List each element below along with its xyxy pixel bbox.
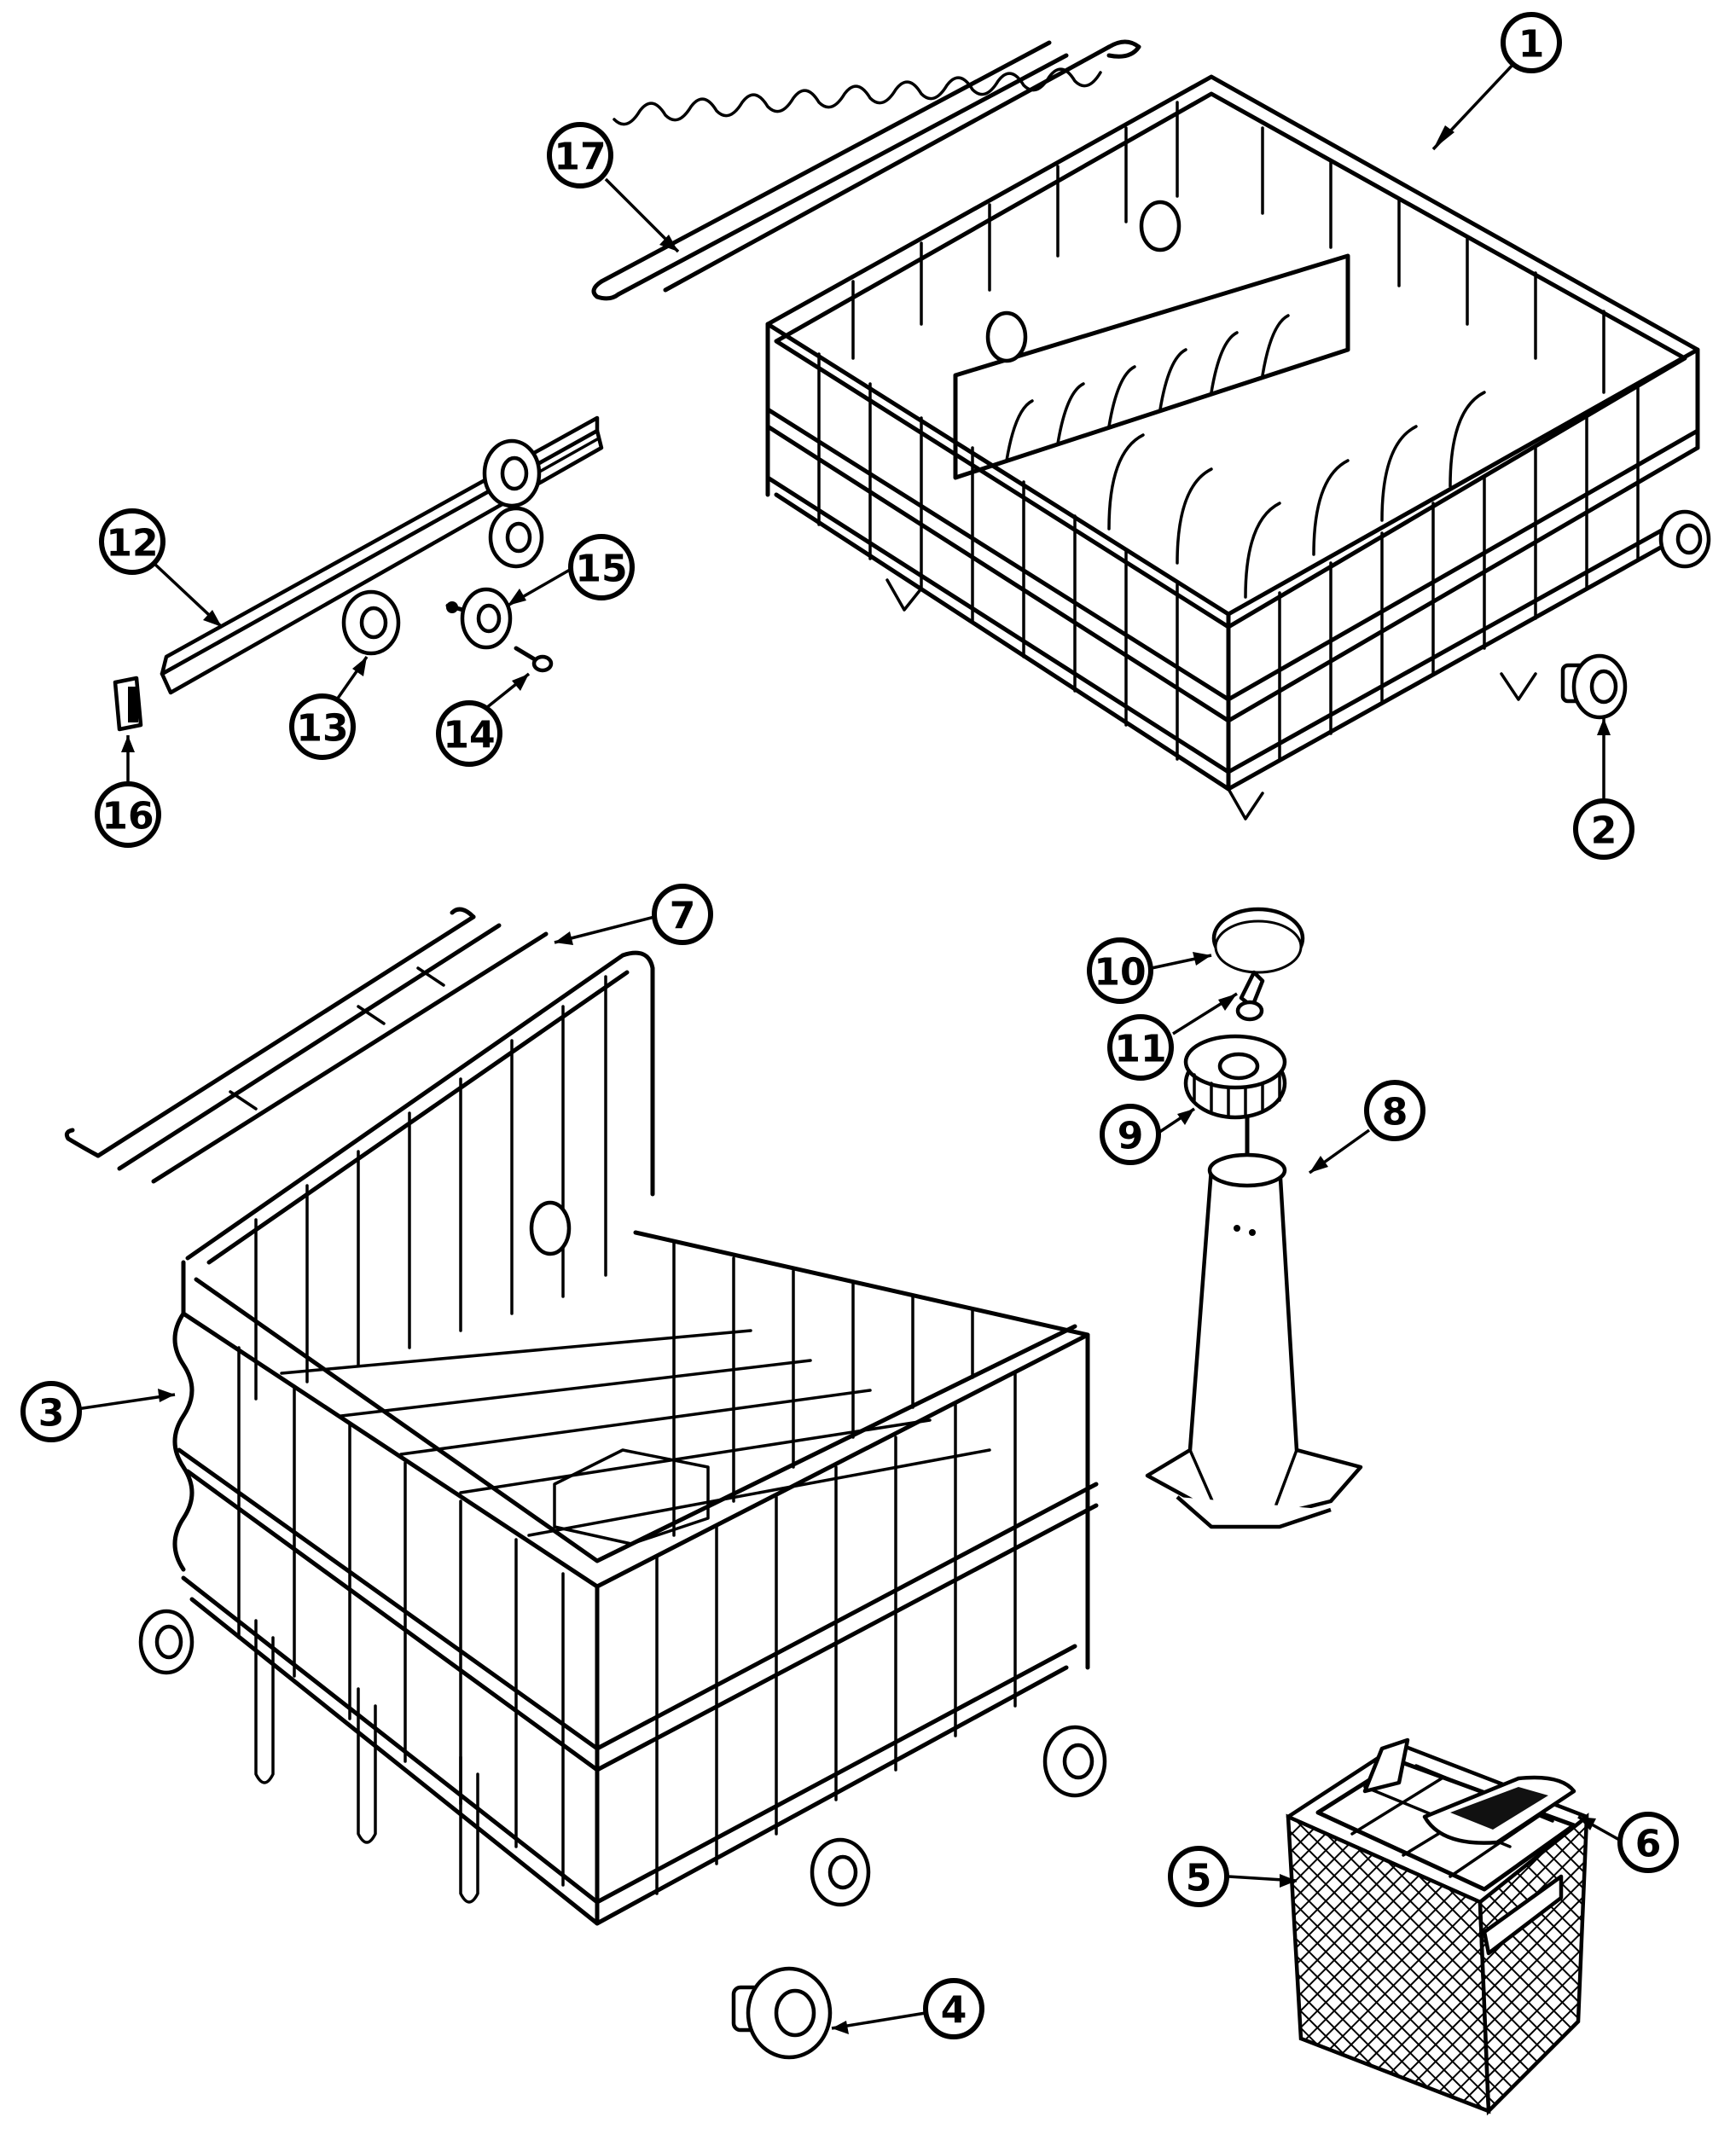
part-16-rail-end-cap (113, 676, 143, 732)
callout-3: 3 (20, 1381, 176, 1442)
svg-text:1: 1 (1518, 23, 1545, 67)
part-6-basket-lid (1422, 1775, 1576, 1845)
svg-text:7: 7 (670, 895, 696, 938)
callout-7: 7 (554, 884, 713, 945)
svg-text:12: 12 (106, 522, 158, 566)
part-13-rail-rollers (341, 438, 544, 656)
svg-text:17: 17 (554, 136, 606, 179)
callout-15: 15 (507, 534, 635, 607)
callout-9: 9 (1100, 1104, 1195, 1165)
svg-text:5: 5 (1186, 1857, 1212, 1900)
svg-text:16: 16 (102, 795, 154, 838)
callout-5: 5 (1168, 1846, 1298, 1907)
part-3-lower-rack (138, 950, 1107, 1926)
svg-text:2: 2 (1591, 809, 1617, 853)
callout-10: 10 (1087, 937, 1212, 1004)
svg-text:10: 10 (1094, 951, 1146, 995)
callout-13: 13 (289, 655, 369, 760)
part-8-spray-tower (1145, 1115, 1363, 1529)
part-14-screw (514, 646, 554, 673)
callout-17: 17 (547, 122, 680, 253)
callout-14: 14 (436, 672, 531, 767)
part-17-cup-shelf (591, 39, 1141, 301)
svg-text:4: 4 (941, 1989, 967, 2033)
part-15-stud-roller (445, 587, 513, 650)
callout-11: 11 (1107, 992, 1238, 1081)
svg-text:3: 3 (38, 1392, 65, 1436)
part-11-clip (1235, 970, 1265, 1022)
svg-text:8: 8 (1382, 1091, 1408, 1134)
callout-2: 2 (1573, 718, 1634, 860)
part-1-upper-rack (765, 74, 1711, 821)
svg-text:15: 15 (575, 548, 627, 591)
callout-1: 1 (1431, 12, 1562, 151)
part-9-nut (1183, 1034, 1287, 1120)
svg-text:13: 13 (296, 707, 348, 751)
svg-text:6: 6 (1635, 1823, 1662, 1866)
callout-12: 12 (99, 508, 224, 629)
callout-6: 6 (1577, 1812, 1679, 1873)
svg-text:11: 11 (1114, 1028, 1166, 1071)
part-2-rack-wheel (1560, 653, 1628, 720)
callout-8: 8 (1308, 1080, 1425, 1175)
svg-text:14: 14 (443, 714, 495, 757)
callout-4: 4 (831, 1978, 984, 2039)
part-4-lower-rack-wheel (731, 1966, 833, 2060)
svg-text:9: 9 (1118, 1115, 1144, 1158)
callout-16: 16 (95, 735, 161, 848)
part-10-cap (1211, 907, 1305, 974)
part-7-lower-shelf (64, 907, 549, 1184)
